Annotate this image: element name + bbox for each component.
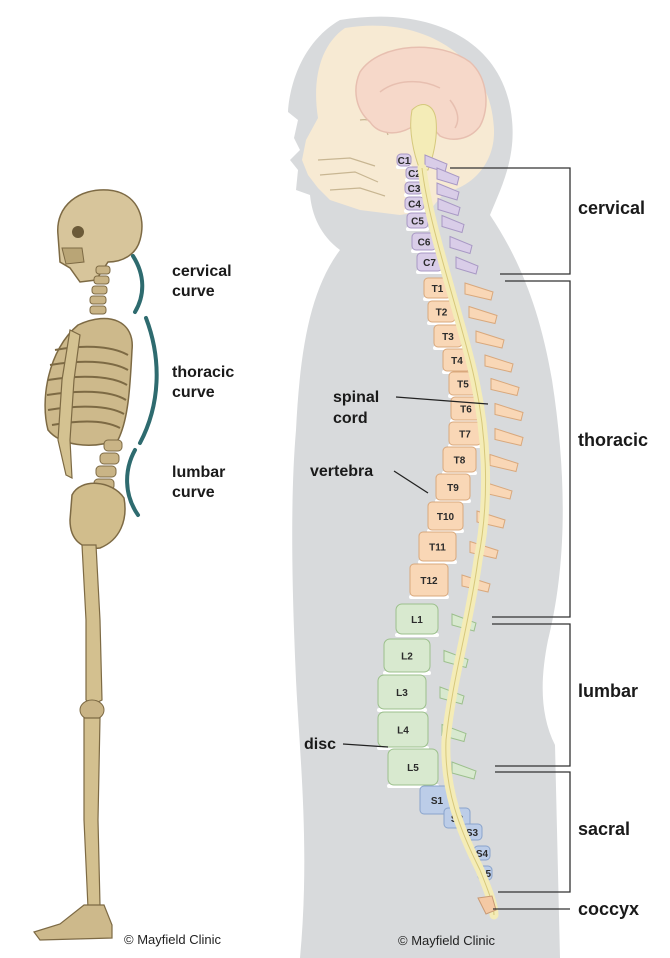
pelvis: [70, 483, 125, 548]
vertebra-label-t9: T9: [447, 483, 459, 494]
vertebra-label-c5: C5: [411, 217, 424, 228]
vertebra-label-t7: T7: [459, 430, 471, 441]
vertebra-label-t3: T3: [442, 332, 454, 343]
vertebra-label-c6: C6: [418, 238, 431, 249]
vertebra-label-s1: S1: [431, 796, 444, 807]
vertebra-label-t4: T4: [451, 356, 463, 367]
vertebra-label-l1: L1: [411, 615, 423, 626]
vertebra-label-t5: T5: [457, 380, 469, 391]
foot: [34, 905, 112, 940]
vertebra-label-t8: T8: [454, 456, 466, 467]
vertebra-label-l5: L5: [407, 763, 419, 774]
coccyx-label: coccyx: [578, 899, 639, 919]
curve-markers: [127, 256, 157, 515]
thoracic-curve-label-2: curve: [172, 384, 215, 401]
vertebra-label-t11: T11: [429, 543, 446, 554]
skeleton-figure: cervical curve thoracic curve lumbar cur…: [34, 190, 234, 947]
spinal-cord-label-1: spinal: [333, 389, 379, 406]
vertebra-label-l4: L4: [397, 726, 409, 737]
skeleton-lumbar: [94, 440, 122, 490]
lumbar-curve-label-2: curve: [172, 484, 215, 501]
disc-label: disc: [304, 736, 336, 753]
tibia: [84, 718, 100, 908]
cervical-curve-line: [133, 256, 142, 312]
cervical-curve-label-2: curve: [172, 283, 215, 300]
vertebra-label-t6: T6: [460, 405, 472, 416]
vertebra-label-t12: T12: [420, 576, 438, 587]
lumbar-curve-label-1: lumbar: [172, 464, 225, 481]
vertebra-label: vertebra: [310, 463, 373, 480]
cervical-curve-label-1: cervical: [172, 263, 232, 280]
thoracic-curve-label-1: thoracic: [172, 364, 234, 381]
lumbar-curve-line: [127, 450, 138, 515]
skeleton-copyright: © Mayfield Clinic: [124, 932, 221, 947]
vertebra-label-t10: T10: [437, 512, 455, 523]
thoracic-curve-line: [140, 318, 157, 443]
spine-copyright: © Mayfield Clinic: [398, 933, 495, 948]
vertebra-label-t1: T1: [432, 284, 444, 295]
vertebra-label-l3: L3: [396, 688, 408, 699]
lumbar-label: lumbar: [578, 681, 638, 701]
vertebra-label-t2: T2: [436, 308, 448, 319]
spine-figure: C1C2C3C4C5C6C7T1T2T3T4T5T6T7T8T9T10T11T1…: [288, 17, 648, 958]
vertebra-label-l2: L2: [401, 652, 413, 663]
vertebra-label-c4: C4: [408, 200, 421, 211]
vertebra-label-c7: C7: [423, 258, 436, 269]
sacral-label: sacral: [578, 819, 630, 839]
vertebra-label-c1: C1: [398, 156, 411, 167]
thoracic-label: thoracic: [578, 430, 648, 450]
vertebra-label-c3: C3: [408, 184, 421, 195]
spinal-cord-label-2: cord: [333, 410, 368, 427]
cervical-label: cervical: [578, 198, 645, 218]
femur: [82, 545, 102, 705]
